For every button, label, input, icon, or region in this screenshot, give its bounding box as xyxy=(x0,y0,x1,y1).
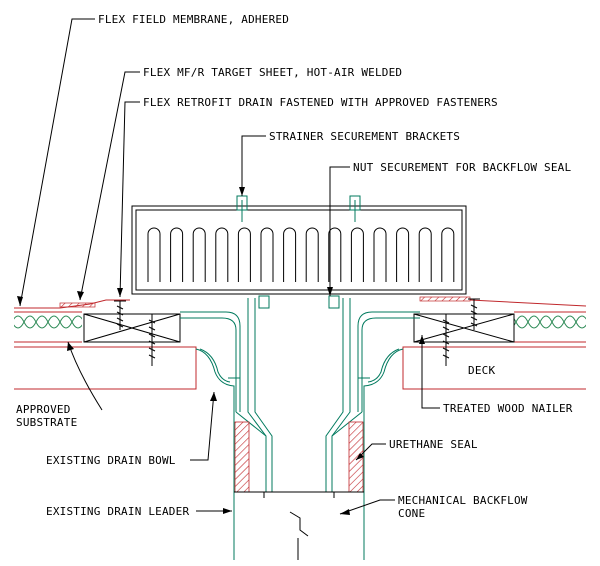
label-approved-substrate-line2: SUBSTRATE xyxy=(16,416,77,429)
label-mechanical-backflow-line1: MECHANICAL BACKFLOW xyxy=(398,494,528,507)
label-strainer-brackets: STRAINER SECUREMENT BRACKETS xyxy=(269,130,460,143)
insulation-right xyxy=(514,311,586,343)
strainer-slot xyxy=(328,227,342,282)
strainer-slot xyxy=(283,227,297,282)
label-deck: DECK xyxy=(468,364,495,377)
strainer-slot xyxy=(305,227,319,282)
label-urethane-seal: URETHANE SEAL xyxy=(389,438,478,451)
label-flex-field-membrane: FLEX FIELD MEMBRANE, ADHERED xyxy=(98,13,289,26)
strainer-brackets xyxy=(236,195,361,309)
strainer xyxy=(131,205,467,295)
label-existing-drain-bowl: EXISTING DRAIN BOWL xyxy=(46,454,176,467)
label-flex-retrofit-drain: FLEX RETROFIT DRAIN FASTENED WITH APPROV… xyxy=(143,96,498,109)
strainer-slot xyxy=(237,227,251,282)
label-nut-securement: NUT SECUREMENT FOR BACKFLOW SEAL xyxy=(353,161,571,174)
label-mechanical-backflow-line2: CONE xyxy=(398,507,425,520)
label-existing-drain-leader: EXISTING DRAIN LEADER xyxy=(46,505,189,518)
wood-nailer-right xyxy=(413,313,515,343)
strainer-slot xyxy=(170,227,184,282)
urethane-seal xyxy=(234,421,364,493)
label-flex-target-sheet: FLEX MF/R TARGET SHEET, HOT-AIR WELDED xyxy=(143,66,402,79)
fastener-right-2 xyxy=(468,298,480,330)
deck xyxy=(14,346,586,390)
fastener-left-2 xyxy=(144,313,160,366)
strainer-slot xyxy=(418,227,432,282)
fastener-right-1 xyxy=(438,313,454,366)
strainer-slot xyxy=(350,227,364,282)
wood-nailer-left xyxy=(83,313,181,343)
strainer-slot xyxy=(396,227,410,282)
strainer-slot xyxy=(373,227,387,282)
strainer-slot xyxy=(147,227,161,282)
label-treated-wood-nailer: TREATED WOOD NAILER xyxy=(443,402,573,415)
strainer-slot xyxy=(192,227,206,282)
field-membrane xyxy=(14,299,587,309)
strainer-slot xyxy=(260,227,274,282)
insulation-left xyxy=(14,311,82,343)
fastener-left-1 xyxy=(114,300,126,330)
leader-lines xyxy=(17,18,440,515)
strainer-slot xyxy=(215,227,229,282)
label-approved-substrate-line1: APPROVED xyxy=(16,403,71,416)
retrofit-drain xyxy=(180,298,420,492)
strainer-slot xyxy=(441,227,455,282)
backflow-cone xyxy=(234,491,364,560)
target-sheet xyxy=(59,296,471,308)
